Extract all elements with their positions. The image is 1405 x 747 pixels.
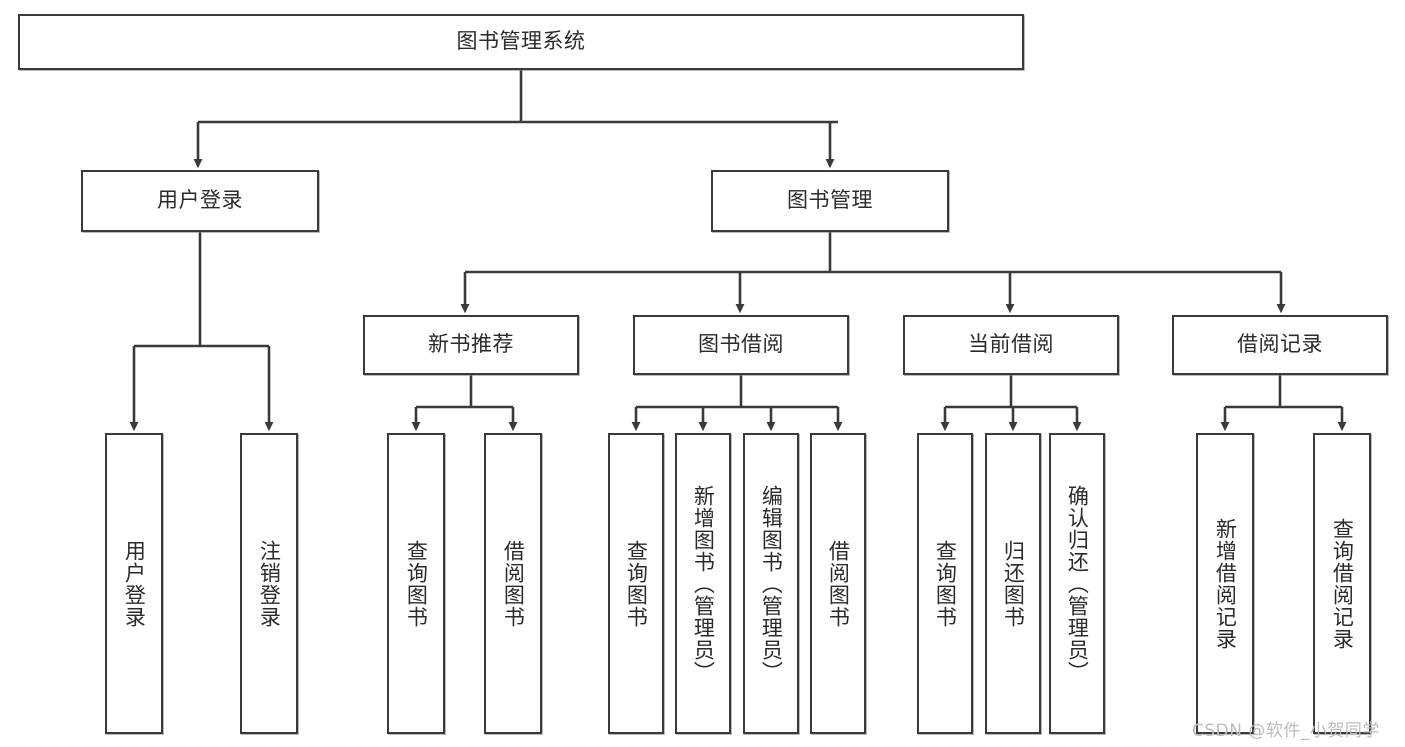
node-label: 借阅记录 <box>1237 332 1323 357</box>
node-用户登录[interactable]: 用户登录 <box>105 433 163 734</box>
node-查询图书[interactable]: 查询图书 <box>387 433 445 734</box>
node-图书借阅[interactable]: 图书借阅 <box>633 315 849 375</box>
node-编辑图书管理员[interactable]: 编辑图书（管理员） <box>743 433 799 734</box>
node-label: 当前借阅 <box>968 332 1054 357</box>
node-图书管理[interactable]: 图书管理 <box>711 170 949 232</box>
node-label: 图书管理 <box>787 188 873 213</box>
node-新增图书管理员[interactable]: 新增图书（管理员） <box>675 433 731 734</box>
node-查询图书[interactable]: 查询图书 <box>608 433 664 734</box>
node-label: 图书借阅 <box>698 332 784 357</box>
node-查询借阅记录[interactable]: 查询借阅记录 <box>1313 433 1371 734</box>
node-确认归还管理员[interactable]: 确认归还（管理员） <box>1049 433 1105 734</box>
node-label: 查询借阅记录 <box>1330 517 1355 650</box>
node-借阅图书[interactable]: 借阅图书 <box>810 433 866 734</box>
csdn-watermark: CSDN @软件_小贺同学 <box>1192 721 1380 741</box>
node-label: 图书管理系统 <box>456 29 586 54</box>
node-label: 编辑图书（管理员） <box>759 484 784 683</box>
node-root-system[interactable]: 图书管理系统 <box>18 14 1024 70</box>
node-label: 借阅图书 <box>501 539 526 628</box>
node-借阅记录[interactable]: 借阅记录 <box>1172 315 1388 375</box>
node-label: 新增图书（管理员） <box>691 484 716 683</box>
node-label: 新增借阅记录 <box>1213 517 1238 650</box>
node-label: 用户登录 <box>157 188 243 213</box>
node-查询图书[interactable]: 查询图书 <box>917 433 973 734</box>
node-当前借阅[interactable]: 当前借阅 <box>903 315 1119 375</box>
node-label: 查询图书 <box>404 539 429 628</box>
node-注销登录[interactable]: 注销登录 <box>240 433 298 734</box>
node-label: 查询图书 <box>933 539 958 628</box>
node-借阅图书[interactable]: 借阅图书 <box>484 433 542 734</box>
node-归还图书[interactable]: 归还图书 <box>985 433 1041 734</box>
node-label: 归还图书 <box>1001 539 1026 628</box>
node-label: 用户登录 <box>122 539 147 628</box>
node-label: 新书推荐 <box>428 332 514 357</box>
node-用户登录[interactable]: 用户登录 <box>81 170 319 232</box>
node-label: 确认归还（管理员） <box>1065 484 1090 683</box>
node-新书推荐[interactable]: 新书推荐 <box>363 315 579 375</box>
node-label: 注销登录 <box>257 539 282 628</box>
node-label: 查询图书 <box>624 539 649 628</box>
node-label: 借阅图书 <box>826 539 851 628</box>
node-新增借阅记录[interactable]: 新增借阅记录 <box>1196 433 1254 734</box>
